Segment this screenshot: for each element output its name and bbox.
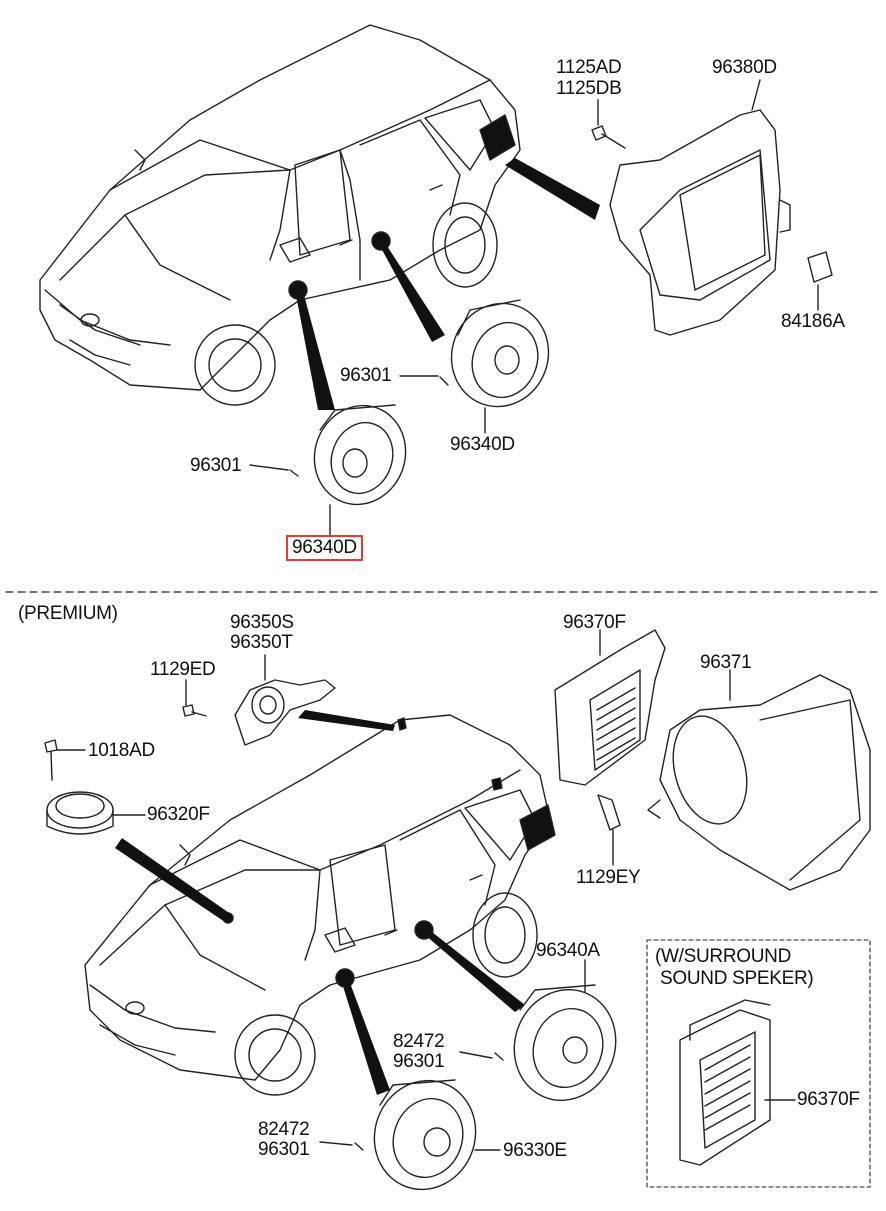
label-1129EY: 1129EY bbox=[576, 867, 641, 888]
top-rear-door-hole bbox=[371, 231, 391, 251]
amplifier-96370F-surround-illustration bbox=[679, 999, 771, 1166]
surround-option-box bbox=[646, 939, 871, 1188]
label-96330E: 96330E bbox=[503, 1140, 567, 1161]
label-96301-rear: 96301 bbox=[340, 365, 392, 386]
center-speaker-96320F-illustration bbox=[46, 791, 114, 835]
label-96370F-surround: 96370F bbox=[797, 1089, 860, 1110]
amplifier-96370F-illustration bbox=[554, 629, 666, 831]
label-1018AD: 1018AD bbox=[88, 740, 155, 761]
speaker-96330E-illustration bbox=[373, 1079, 477, 1191]
clip-front-icon bbox=[289, 469, 299, 477]
label-82472-rear: 82472 bbox=[393, 1031, 445, 1052]
label-96340D-rear: 96340D bbox=[450, 434, 515, 455]
bottom-amp-location bbox=[519, 804, 556, 851]
surround-title-line2: SOUND SPEKER) bbox=[660, 968, 814, 989]
bolt-1125AD-icon bbox=[591, 125, 626, 149]
rivet-front-icon bbox=[354, 1142, 364, 1151]
label-96340D-highlighted[interactable]: 96340D bbox=[286, 535, 363, 561]
label-96350T: 96350T bbox=[230, 632, 293, 653]
rivet-rear-icon bbox=[494, 1052, 504, 1061]
bottom-vehicle-illustration bbox=[84, 714, 551, 1096]
section-title-premium: (PREMIUM) bbox=[18, 603, 118, 624]
label-96301-front: 96301 bbox=[190, 455, 242, 476]
label-96350S: 96350S bbox=[230, 612, 294, 633]
connector-84186A-icon bbox=[807, 251, 833, 283]
label-1129ED: 1129ED bbox=[150, 659, 216, 680]
label-96380D: 96380D bbox=[712, 57, 777, 78]
label-96301-rear-bottom: 96301 bbox=[393, 1051, 445, 1072]
clip-rear-icon bbox=[439, 376, 449, 386]
amplifier-96380D-illustration bbox=[609, 109, 791, 336]
top-vehicle-illustration bbox=[39, 24, 521, 406]
top-amp-location bbox=[479, 114, 516, 161]
label-96371: 96371 bbox=[700, 652, 752, 673]
label-84186A: 84186A bbox=[781, 311, 845, 332]
screw-1129ED-icon bbox=[182, 704, 207, 717]
label-96340A: 96340A bbox=[536, 940, 600, 961]
surround-title-line1: (W/SURROUND bbox=[655, 946, 792, 967]
label-96301-front-bottom: 96301 bbox=[258, 1139, 310, 1160]
label-1125AD: 1125AD bbox=[556, 57, 622, 78]
subwoofer-96371-illustration bbox=[647, 674, 871, 891]
label-82472-front: 82472 bbox=[258, 1119, 310, 1140]
label-96370F: 96370F bbox=[563, 612, 626, 633]
tweeter-96350S-illustration bbox=[234, 679, 336, 746]
label-1125DB: 1125DB bbox=[556, 78, 622, 99]
speaker-96340A-illustration bbox=[513, 984, 617, 1102]
label-96320F: 96320F bbox=[147, 804, 210, 825]
screw-1018AD-icon bbox=[44, 739, 58, 781]
speaker-96340D-rear-illustration bbox=[450, 299, 550, 408]
speaker-96340D-front-illustration bbox=[313, 404, 407, 506]
